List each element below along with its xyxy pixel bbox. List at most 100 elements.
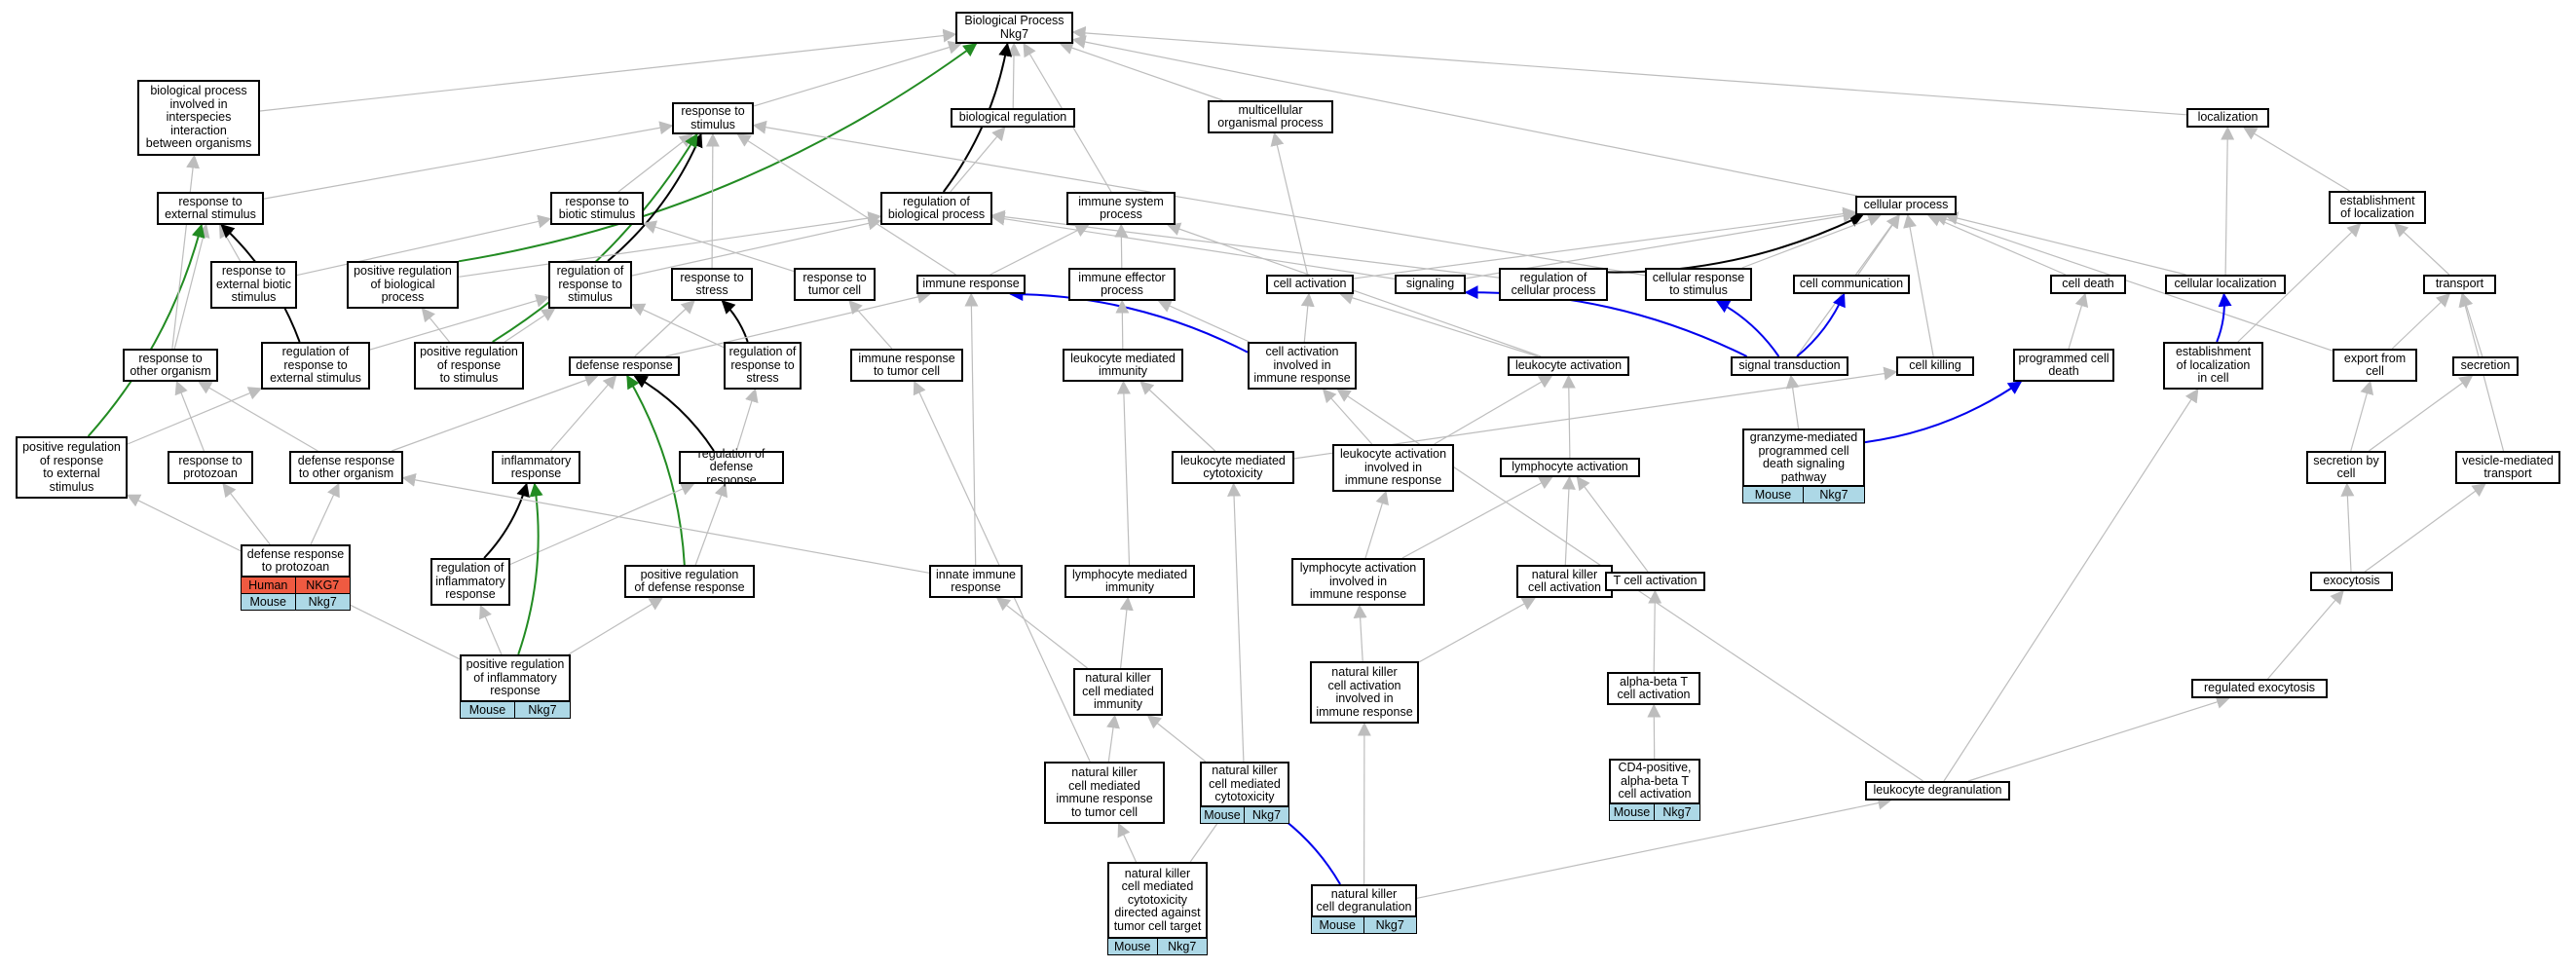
go-term-cell-proc[interactable]: cellular process (1855, 196, 1957, 215)
go-term-inflam[interactable]: inflammatory response (492, 451, 580, 484)
go-term-label: leukocyte degranulation (1873, 783, 2002, 798)
go-term-lymph-act-imm[interactable]: lymphocyte activation involved in immune… (1291, 558, 1425, 606)
go-term-leuk-degran[interactable]: leukocyte degranulation (1865, 781, 2010, 801)
go-term-interspecies[interactable]: biological process involved in interspec… (137, 80, 260, 156)
go-term-reg-exo[interactable]: regulated exocytosis (2191, 679, 2328, 698)
go-term-transport[interactable]: transport (2423, 275, 2496, 294)
go-term-cell-comm[interactable]: cell communication (1793, 275, 1910, 294)
go-term-multicell[interactable]: multicellular organismal process (1208, 100, 1333, 133)
go-term-reg-resp-stim[interactable]: regulation of response to stimulus (548, 261, 632, 309)
go-term-leuk-act[interactable]: leukocyte activation (1508, 356, 1629, 376)
go-term-label: cell activation involved in immune respo… (1253, 345, 1351, 386)
go-term-nk-med-imm[interactable]: natural killer cell mediated immunity (1073, 668, 1163, 716)
go-term-estab-loc-cell[interactable]: establishment of localization in cell (2163, 342, 2263, 390)
go-term-label: biological process involved in interspec… (145, 84, 252, 151)
go-term-cell-resp-stim[interactable]: cellular response to stimulus (1645, 268, 1752, 301)
go-term-immune-resp[interactable]: immune response (916, 275, 1026, 294)
go-term-pos-reg-resp-stim[interactable]: positive regulation of response to stimu… (414, 342, 524, 390)
edge-gray (1943, 388, 2199, 782)
go-term-estab-loc[interactable]: establishment of localization (2329, 191, 2426, 224)
go-term-label: leukocyte activation involved in immune … (1339, 447, 1447, 488)
go-term-resp-ext-biotic[interactable]: response to external biotic stimulus (210, 261, 297, 309)
go-term-pos-reg-resp-ext[interactable]: positive regulation of response to exter… (16, 436, 128, 499)
go-term-label: vesicle-mediated transport (2462, 453, 2554, 480)
edge-gray (1300, 292, 1315, 343)
go-term-pos-reg-bp[interactable]: positive regulation of biological proces… (347, 261, 459, 309)
go-term-reg-def[interactable]: regulation of defense response (679, 447, 784, 486)
go-term-bp[interactable]: Biological Process Nkg7 (955, 12, 1073, 44)
go-term-signaling[interactable]: signaling (1395, 275, 1466, 294)
edge-black (607, 132, 703, 262)
go-term-prog-death[interactable]: programmed cell death (2013, 349, 2114, 382)
go-term-resp-ext[interactable]: response to external stimulus (157, 192, 264, 225)
edge-gray (631, 216, 882, 277)
edge-black (1607, 214, 1864, 274)
go-term-leuk-cytotox[interactable]: leukocyte mediated cytotoxicity (1172, 451, 1294, 484)
go-term-cd4[interactable]: CD4-positive, alpha-beta T cell activati… (1609, 759, 1700, 804)
go-term-label: Biological Process Nkg7 (964, 14, 1064, 41)
go-term-nk-degran[interactable]: natural killer cell degranulation (1311, 884, 1417, 917)
edge-gray (458, 211, 882, 278)
go-term-localization[interactable]: localization (2186, 108, 2269, 128)
go-term-lymph-med-imm[interactable]: lymphocyte mediated immunity (1064, 565, 1195, 598)
edge-gray (2221, 126, 2235, 276)
go-term-t-act[interactable]: T cell activation (1605, 572, 1705, 591)
edge-gray (1944, 211, 2186, 276)
go-term-imm-eff[interactable]: immune effector process (1068, 268, 1176, 301)
go-term-secretion[interactable]: secretion (2452, 356, 2519, 376)
go-term-label: response to protozoan (178, 453, 243, 480)
species-cell: Mouse (1311, 916, 1364, 934)
go-term-leuk-med-imm[interactable]: leukocyte mediated immunity (1063, 349, 1183, 382)
go-term-cell-act[interactable]: cell activation (1266, 275, 1354, 294)
go-term-sec-by-cell[interactable]: secretion by cell (2306, 451, 2386, 484)
go-term-nk-cytotox-tumor[interactable]: natural killer cell mediated cytotoxicit… (1107, 862, 1208, 939)
go-term-resp-tumor[interactable]: response to tumor cell (794, 268, 876, 301)
go-term-def-other[interactable]: defense response to other organism (289, 451, 403, 484)
go-term-pos-reg-inflam[interactable]: positive regulation of inflammatory resp… (460, 654, 571, 702)
go-term-label: inflammatory response (501, 453, 572, 480)
go-term-reg-resp-ext[interactable]: regulation of response to external stimu… (261, 342, 370, 390)
edge-gray (1339, 291, 1539, 357)
edge-gray (705, 132, 720, 269)
go-term-resp-stress[interactable]: response to stress (671, 268, 753, 301)
go-term-signal-trans[interactable]: signal transduction (1731, 356, 1848, 376)
go-term-label: response to stress (680, 270, 744, 297)
go-term-resp-protozoan[interactable]: response to protozoan (168, 451, 253, 484)
go-term-vesicle[interactable]: vesicle-mediated transport (2455, 451, 2560, 484)
go-term-defense[interactable]: defense response (569, 356, 680, 376)
go-term-label: exocytosis (2323, 574, 2380, 588)
go-term-cell-killing[interactable]: cell killing (1896, 356, 1974, 376)
go-term-bio-reg[interactable]: biological regulation (951, 108, 1075, 128)
go-term-pos-reg-def[interactable]: positive regulation of defense response (624, 565, 755, 598)
go-term-resp-other[interactable]: response to other organism (123, 349, 218, 382)
go-term-exocytosis[interactable]: exocytosis (2310, 572, 2393, 591)
go-term-resp-biotic[interactable]: response to biotic stimulus (550, 192, 644, 225)
go-term-imm-resp-tumor[interactable]: immune response to tumor cell (850, 349, 963, 382)
go-term-nk-act[interactable]: natural killer cell activation (1516, 565, 1613, 598)
go-term-reg-bp[interactable]: regulation of biological process (880, 192, 992, 225)
go-term-ab-t-act[interactable]: alpha-beta T cell activation (1607, 672, 1700, 705)
go-term-granzyme[interactable]: granzyme-mediated programmed cell death … (1742, 429, 1865, 487)
go-term-reg-resp-stress[interactable]: regulation of response to stress (724, 342, 802, 390)
go-term-label: cell communication (1799, 277, 1904, 291)
go-term-immune-sys[interactable]: immune system process (1066, 192, 1176, 225)
go-term-leuk-act-imm[interactable]: leukocyte activation involved in immune … (1332, 444, 1454, 492)
edge-gray (1106, 714, 1120, 763)
go-term-reg-inflam[interactable]: regulation of inflammatory response (430, 558, 510, 606)
go-term-cell-death[interactable]: cell death (2050, 275, 2126, 294)
go-term-resp-stim[interactable]: response to stimulus (672, 102, 754, 134)
species-cell: Mouse (1107, 938, 1158, 955)
go-term-lymph-act[interactable]: lymphocyte activation (1500, 458, 1640, 477)
edge-gray (1418, 597, 1537, 663)
go-term-reg-cell-proc[interactable]: regulation of cellular process (1499, 268, 1608, 301)
go-term-cell-act-imm[interactable]: cell activation involved in immune respo… (1248, 342, 1357, 390)
go-term-def-protozoan[interactable]: defense response to protozoan (241, 544, 351, 578)
go-term-label: immune response (922, 277, 1020, 291)
go-term-nk-cytotox[interactable]: natural killer cell mediated cytotoxicit… (1200, 762, 1289, 807)
go-term-innate[interactable]: innate immune response (929, 565, 1023, 598)
go-term-cell-loc[interactable]: cellular localization (2165, 275, 2286, 294)
go-term-export[interactable]: export from cell (2333, 349, 2417, 382)
go-term-nk-act-imm[interactable]: natural killer cell activation involved … (1310, 661, 1419, 724)
go-term-nk-imm-tumor[interactable]: natural killer cell mediated immune resp… (1044, 762, 1165, 824)
